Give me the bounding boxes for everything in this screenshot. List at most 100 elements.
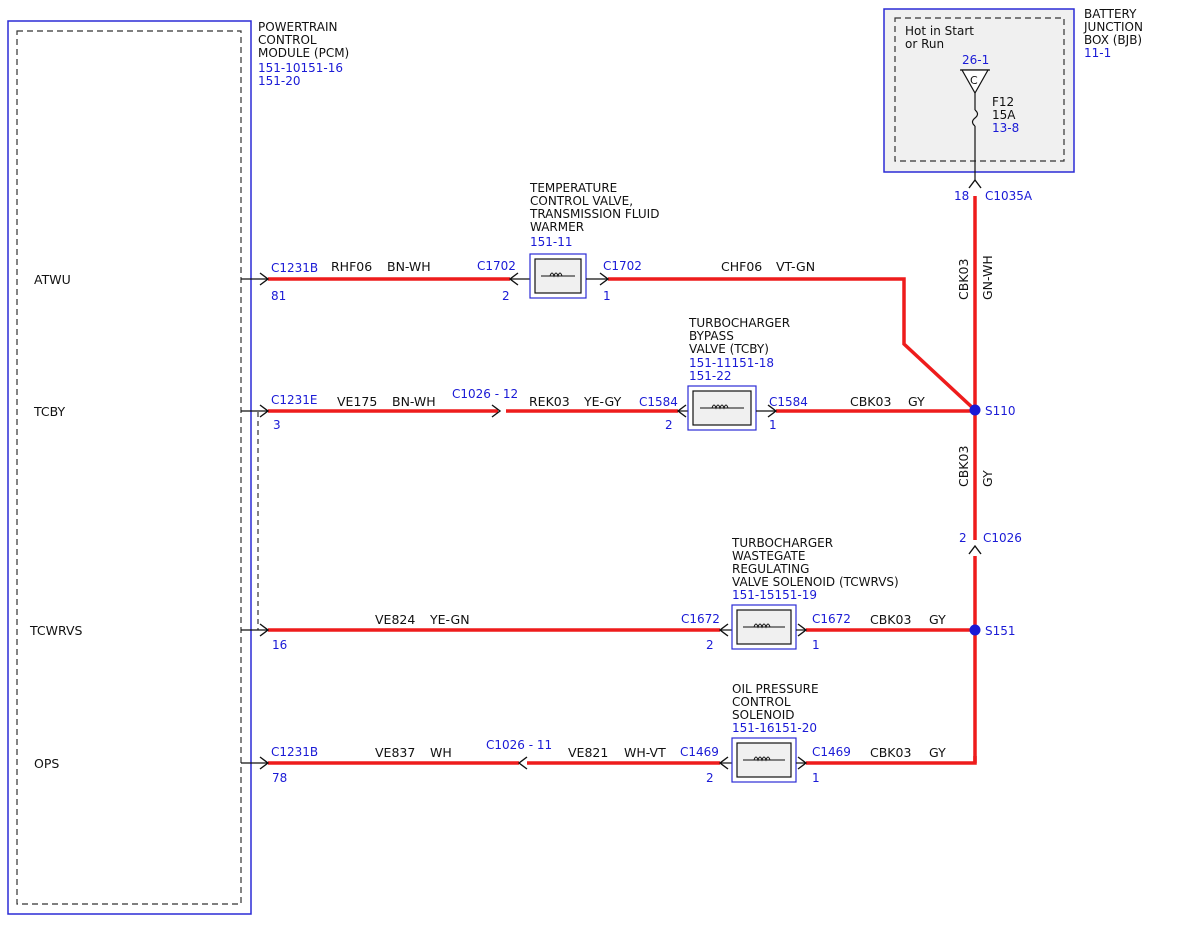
ops-wire3-color: GY <box>929 745 946 760</box>
ops-pcm-connector: C1231B <box>271 745 318 759</box>
bjb-feed-ref[interactable]: 26-1 <box>962 53 989 67</box>
tcv-title-line-2: CONTROL VALVE, <box>530 194 633 208</box>
tcwrvs-right-pin: 1 <box>812 638 820 652</box>
tcwrvs-wire1-color: YE-GN <box>429 612 470 627</box>
tcwrvs-ref[interactable]: 151-15151-19 <box>732 588 817 602</box>
tcby-inline-connector: C1026 - 12 <box>452 387 518 401</box>
inline-connector-ops-icon <box>517 756 528 770</box>
c1026-vertical-connector-icon <box>968 544 982 555</box>
pcm-signal-atwu: ATWU <box>34 272 71 287</box>
bjb-ref[interactable]: 11-1 <box>1084 46 1111 60</box>
ops-title-line-1: OIL PRESSURE <box>732 682 819 696</box>
ops-title-line-2: CONTROL <box>732 695 791 709</box>
vertical-top-color: GN-WH <box>980 255 995 300</box>
tcwrvs-left-pin: 2 <box>706 638 714 652</box>
component-ops[interactable] <box>718 737 808 783</box>
pcm-module <box>7 20 259 915</box>
tcwrvs-pcm-pin: 16 <box>272 638 287 652</box>
tcv-title-line-1: TEMPERATURE <box>529 181 617 195</box>
pcm-signal-tcby: TCBY <box>33 404 66 419</box>
tcby-wire2-color: YE-GY <box>583 394 622 409</box>
bjb-box <box>883 8 1075 173</box>
bjb-title-line-2: JUNCTION <box>1083 20 1143 34</box>
pcm-pin-connectors <box>241 272 270 770</box>
pcm-title-line-1: POWERTRAIN <box>258 20 338 34</box>
tcby-left-pin: 2 <box>665 418 673 432</box>
component-tcv[interactable] <box>508 253 610 299</box>
tcby-title-line-1: TURBOCHARGER <box>688 316 790 330</box>
wire-segments <box>268 196 977 765</box>
pcm-signal-tcwrvs: TCWRVS <box>29 623 83 638</box>
component-tcby[interactable] <box>676 385 778 431</box>
ops-title-line-3: SOLENOID <box>732 708 795 722</box>
tcwrvs-title-line-3: REGULATING <box>732 562 809 576</box>
ops-left-pin: 2 <box>706 771 714 785</box>
tcby-ref-2[interactable]: 151-22 <box>689 369 732 383</box>
ops-wire2-color: WH-VT <box>624 745 666 760</box>
tcby-title-line-3: VALVE (TCBY) <box>689 342 769 356</box>
pcm-ref-1[interactable]: 151-10151-16 <box>258 61 343 75</box>
atwu-wire1-color: BN-WH <box>387 259 431 274</box>
bjb-title-line-3: BOX (BJB) <box>1084 33 1142 47</box>
tcwrvs-title-line-4: VALVE SOLENOID (TCWRVS) <box>732 575 899 589</box>
splice-s151-dot <box>969 624 981 636</box>
tcwrvs-title-line-2: WASTEGATE <box>732 549 805 563</box>
tcv-left-pin: 2 <box>502 289 510 303</box>
atwu-wire2-circuit: CHF06 <box>721 259 762 274</box>
c1026-vertical-connector: C1026 <box>983 531 1022 545</box>
pcm-ref-2[interactable]: 151-20 <box>258 74 301 88</box>
fuse-name: F12 <box>992 95 1014 109</box>
tcby-pcm-connector: C1231E <box>271 393 318 407</box>
splice-s110-dot <box>969 404 981 416</box>
tcby-left-connector: C1584 <box>639 395 678 409</box>
tcby-pcm-pin: 3 <box>273 418 281 432</box>
ops-left-connector: C1469 <box>680 745 719 759</box>
feed-triangle-icon <box>960 69 990 95</box>
fuse-rating: 15A <box>992 108 1016 122</box>
tcwrvs-left-connector: C1672 <box>681 612 720 626</box>
tcwrvs-wire1-circuit: VE824 <box>375 612 415 627</box>
tcby-wire3-circuit: CBK03 <box>850 394 891 409</box>
tcwrvs-title-line-1: TURBOCHARGER <box>731 536 833 550</box>
tcby-right-pin: 1 <box>769 418 777 432</box>
tcv-title-line-3: TRANSMISSION FLUID <box>529 207 659 221</box>
ops-wire3-circuit: CBK03 <box>870 745 911 760</box>
fuse-ref[interactable]: 13-8 <box>992 121 1019 135</box>
pcm-title-line-3: MODULE (PCM) <box>258 46 349 60</box>
tcv-ref[interactable]: 151-11 <box>530 235 573 249</box>
pcm-signal-ops: OPS <box>34 756 59 771</box>
ops-right-connector: C1469 <box>812 745 851 759</box>
tcby-ref-1[interactable]: 151-11151-18 <box>689 356 774 370</box>
bjb-hot-line-2: or Run <box>905 37 944 51</box>
atwu-wire2-color: VT-GN <box>776 259 815 274</box>
vertical-mid-color: GY <box>980 470 995 487</box>
tcby-right-connector: C1584 <box>769 395 808 409</box>
atwu-pcm-connector: C1231B <box>271 261 318 275</box>
tcby-wire2-circuit: REK03 <box>529 394 570 409</box>
ops-ref[interactable]: 151-16151-20 <box>732 721 817 735</box>
splice-s110-label: S110 <box>985 404 1016 418</box>
splice-s151-label: S151 <box>985 624 1016 638</box>
tcby-title-line-2: BYPASS <box>689 329 734 343</box>
bjb-connector-icon <box>968 178 982 189</box>
tcwrvs-right-connector: C1672 <box>812 612 851 626</box>
tcby-wire1-circuit: VE175 <box>337 394 377 409</box>
fuse-icon <box>971 93 979 180</box>
vertical-mid-circuit: CBK03 <box>956 446 971 487</box>
bjb-out-pin: 18 <box>954 189 969 203</box>
tcv-right-connector: C1702 <box>603 259 642 273</box>
ops-wire1-circuit: VE837 <box>375 745 415 760</box>
tcby-wire1-color: BN-WH <box>392 394 436 409</box>
bjb-hot-line-1: Hot in Start <box>905 24 974 38</box>
ops-wire1-color: WH <box>430 745 452 760</box>
component-tcwrvs[interactable] <box>718 604 808 650</box>
bjb-feed-letter: C <box>970 74 978 87</box>
vertical-top-circuit: CBK03 <box>956 259 971 300</box>
tcwrvs-wire2-circuit: CBK03 <box>870 612 911 627</box>
tcby-wire3-color: GY <box>908 394 925 409</box>
atwu-wire1-circuit: RHF06 <box>331 259 372 274</box>
tcv-title-line-4: WARMER <box>530 220 584 234</box>
ops-inline-connector: C1026 - 11 <box>486 738 552 752</box>
bjb-title-line-1: BATTERY <box>1084 7 1137 21</box>
